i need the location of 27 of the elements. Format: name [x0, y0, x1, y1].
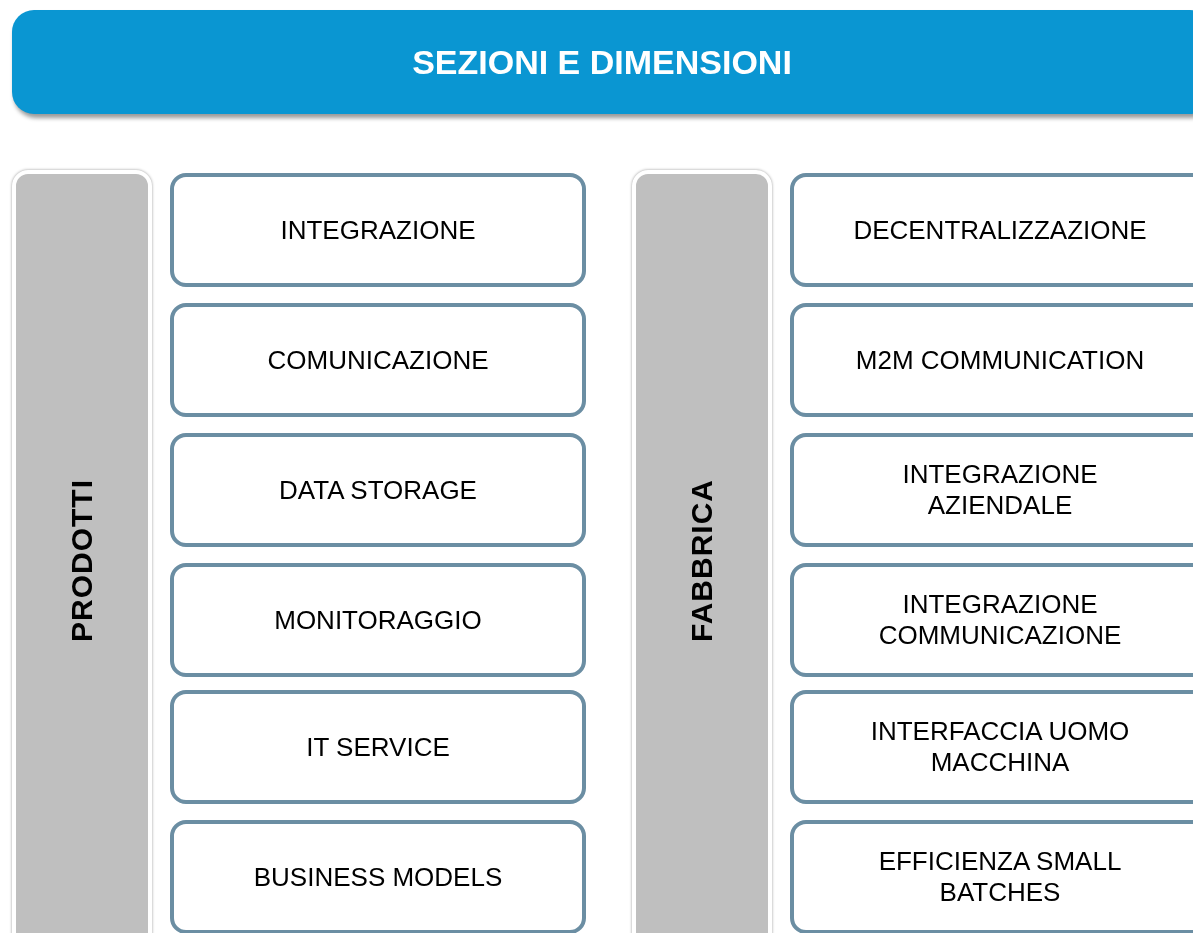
dimension-box	[790, 563, 1193, 677]
dimension-box	[790, 690, 1193, 804]
dimension-box	[170, 563, 586, 677]
dimension-box	[790, 433, 1193, 547]
dimension-box	[790, 303, 1193, 417]
title: SEZIONI E DIMENSIONI	[412, 42, 792, 82]
category-label: PRODOTTI	[65, 478, 99, 642]
dimension-label: INTEGRAZIONE	[280, 214, 476, 246]
dimension-label: INTEGRAZIONE COMMUNICAZIONE	[877, 589, 1123, 651]
category-label: FABBRICA	[685, 478, 719, 642]
dimension-label: EFFICIENZA SMALL BATCHES	[877, 846, 1123, 908]
dimension-label: MONITORAGGIO	[274, 604, 482, 636]
dimension-label: M2M COMMUNICATION	[855, 344, 1145, 376]
dimension-label: BUSINESS MODELS	[253, 861, 503, 893]
dimension-box	[170, 173, 586, 287]
dimension-box	[790, 820, 1193, 933]
dimension-label: DATA STORAGE	[279, 474, 477, 506]
dimension-label: COMUNICAZIONE	[267, 344, 489, 376]
dimension-label: DECENTRALIZZAZIONE	[853, 214, 1147, 246]
dimension-box	[170, 303, 586, 417]
dimension-label: INTERFACCIA UOMO MACCHINA	[869, 716, 1131, 778]
dimension-label: IT SERVICE	[306, 731, 450, 763]
dimension-label: INTEGRAZIONE AZIENDALE	[901, 459, 1099, 521]
dimension-box	[170, 433, 586, 547]
dimension-box	[790, 173, 1193, 287]
dimension-box	[170, 820, 586, 933]
dimension-box	[170, 690, 586, 804]
